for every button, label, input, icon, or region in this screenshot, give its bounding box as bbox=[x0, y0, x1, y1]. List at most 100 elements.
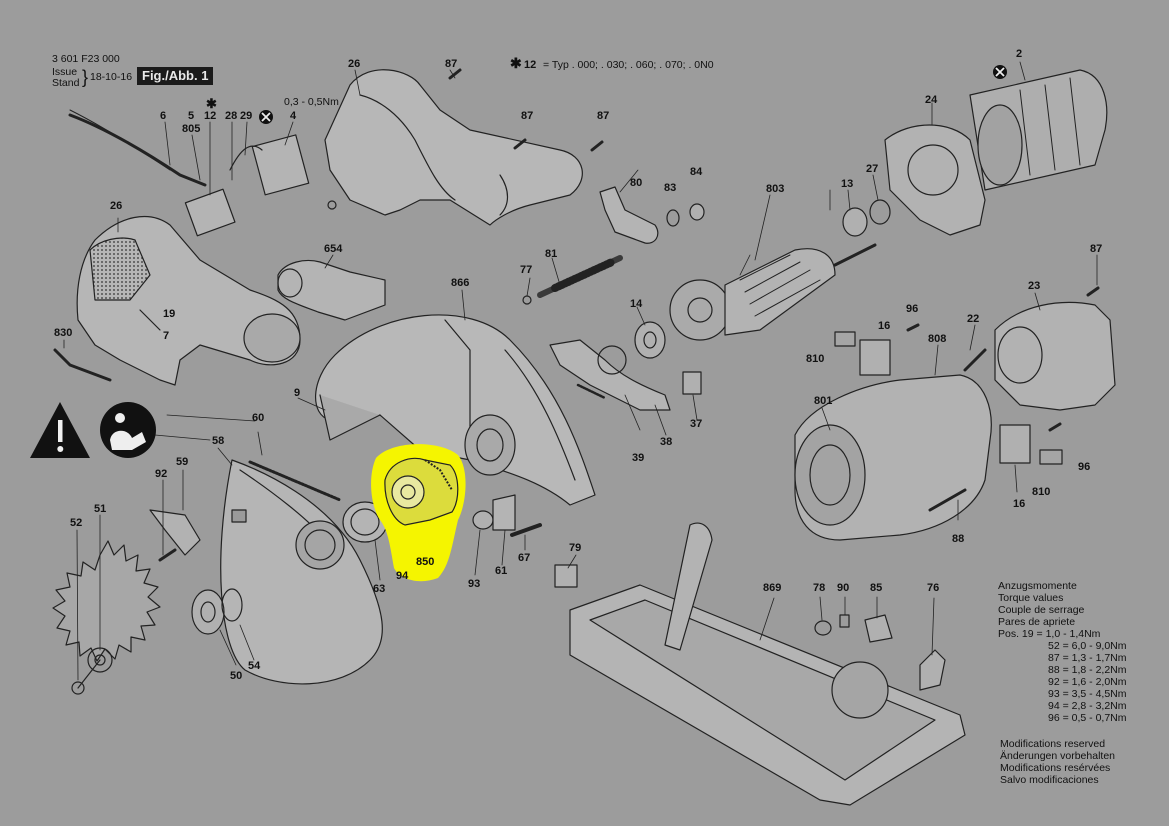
part-number: 87 bbox=[445, 58, 458, 70]
part-number: 67 bbox=[518, 552, 531, 564]
torque-row: 52 = 6,0 - 9,0Nm bbox=[1048, 640, 1127, 652]
part-number: 29 bbox=[240, 110, 253, 122]
part-number: 24 bbox=[925, 94, 938, 106]
part-number: 4 bbox=[290, 110, 297, 122]
part-number: 51 bbox=[94, 503, 107, 515]
modifications-fr: Modifications resérvées bbox=[1000, 762, 1111, 774]
type-note-number: 12 bbox=[524, 59, 537, 71]
spring bbox=[248, 460, 342, 502]
part-number: 54 bbox=[248, 660, 261, 672]
part-number: 808 bbox=[928, 333, 947, 345]
leader-lines bbox=[63, 61, 1098, 681]
part-number: 2 bbox=[1016, 48, 1023, 60]
part-number: 805 bbox=[182, 123, 201, 135]
modifications-es: Salvo modificaciones bbox=[1000, 774, 1099, 786]
saw-blade bbox=[52, 540, 161, 695]
gear-housing bbox=[794, 374, 992, 541]
torque-note-top: 0,3 - 0,5Nm bbox=[284, 96, 339, 108]
asterisk-icon: ✱ bbox=[510, 55, 522, 71]
part-number: 830 bbox=[54, 327, 73, 339]
part-number: 88 bbox=[952, 533, 965, 545]
part-number: 90 bbox=[837, 582, 850, 594]
figure-label: Fig./Abb. 1 bbox=[137, 67, 214, 85]
part-number: 13 bbox=[841, 178, 854, 190]
type-note: = Typ . 000; . 030; . 060; . 070; . 0N0 bbox=[543, 59, 714, 71]
doc-number: 3 601 F23 000 bbox=[52, 53, 120, 65]
pin-67 bbox=[510, 523, 542, 537]
part-number: 79 bbox=[569, 542, 582, 554]
part-number: 92 bbox=[155, 468, 168, 480]
knob-76 bbox=[919, 649, 946, 691]
part-number: 81 bbox=[545, 248, 558, 260]
switch-assembly bbox=[184, 134, 310, 237]
torque-table: Anzugsmomente Torque values Couple de se… bbox=[998, 580, 1127, 724]
read-manual-icon bbox=[100, 402, 156, 458]
brush-810-bottom bbox=[1039, 449, 1063, 465]
bracket-38 bbox=[549, 339, 671, 411]
issue-label: Issue bbox=[52, 66, 78, 78]
part-number: 14 bbox=[630, 298, 643, 310]
part-number: 52 bbox=[70, 517, 83, 529]
part-number: 39 bbox=[632, 452, 645, 464]
part-number: 19 bbox=[163, 308, 176, 320]
torque-row: Pos. 19 = 1,0 - 1,4Nm bbox=[998, 628, 1101, 640]
part-93 bbox=[472, 510, 494, 530]
washer-27 bbox=[869, 199, 891, 225]
field-coil bbox=[969, 69, 1108, 191]
torque-row: 93 = 3,5 - 4,5Nm bbox=[1048, 688, 1127, 700]
part-number: 26 bbox=[110, 200, 123, 212]
flange-washers bbox=[191, 588, 243, 635]
modifications-note: Modifications reserved Änderungen vorbeh… bbox=[1000, 738, 1115, 786]
screws bbox=[158, 68, 1100, 562]
screw-78 bbox=[814, 620, 832, 636]
part-90 bbox=[839, 614, 850, 628]
part-59 bbox=[149, 509, 201, 556]
hex-key bbox=[53, 348, 112, 382]
asterisk-icon: ✱ bbox=[206, 96, 217, 111]
part-number: 84 bbox=[690, 166, 703, 178]
part-number: 87 bbox=[521, 110, 534, 122]
part-number: 23 bbox=[1028, 280, 1041, 292]
part-61 bbox=[492, 494, 516, 531]
spring-39 bbox=[576, 383, 607, 400]
lower-guard bbox=[220, 459, 383, 685]
torque-row: 96 = 0,5 - 0,7Nm bbox=[1048, 712, 1127, 724]
part-number: 50 bbox=[230, 670, 243, 682]
part-number: 96 bbox=[1078, 461, 1091, 473]
torque-title-fr: Couple de serrage bbox=[998, 604, 1085, 616]
cross-circle-icon bbox=[993, 65, 1007, 79]
brush-holder-bottom bbox=[999, 424, 1031, 464]
upper-guard bbox=[315, 314, 596, 506]
brush-810-top bbox=[834, 331, 856, 347]
torque-row: 88 = 1,8 - 2,2Nm bbox=[1048, 664, 1127, 676]
torque-row: 92 = 1,6 - 2,0Nm bbox=[1048, 676, 1127, 688]
part-number: 6 bbox=[160, 110, 167, 122]
nut-84 bbox=[689, 203, 705, 221]
torque-row: 94 = 2,8 - 3,2Nm bbox=[1048, 700, 1127, 712]
part-number: 16 bbox=[1013, 498, 1026, 510]
base-plate bbox=[569, 522, 966, 806]
part-number: 16 bbox=[878, 320, 891, 332]
part-37 bbox=[682, 371, 702, 395]
part-number: 80 bbox=[630, 177, 643, 189]
part-number: 869 bbox=[763, 582, 782, 594]
shaft-81 bbox=[522, 255, 623, 305]
part-number: 93 bbox=[468, 578, 481, 590]
motor-housing-top bbox=[324, 69, 583, 226]
highlighted-part-number: 850 bbox=[416, 556, 435, 568]
part-number: 5 bbox=[188, 110, 195, 122]
part-number: 22 bbox=[967, 313, 980, 325]
warning-icon bbox=[30, 402, 90, 458]
torque-row: 87 = 1,3 - 1,7Nm bbox=[1048, 652, 1127, 664]
part-number: 9 bbox=[294, 387, 301, 399]
modifications-de: Änderungen vorbehalten bbox=[1000, 750, 1116, 762]
part-number: 801 bbox=[814, 395, 833, 407]
torque-title-en: Torque values bbox=[998, 592, 1064, 604]
armature bbox=[669, 243, 877, 341]
torque-title-es: Pares de apriete bbox=[998, 616, 1076, 628]
part-number: 26 bbox=[348, 58, 361, 70]
highlight-850 bbox=[371, 444, 466, 582]
part-number: 59 bbox=[176, 456, 189, 468]
